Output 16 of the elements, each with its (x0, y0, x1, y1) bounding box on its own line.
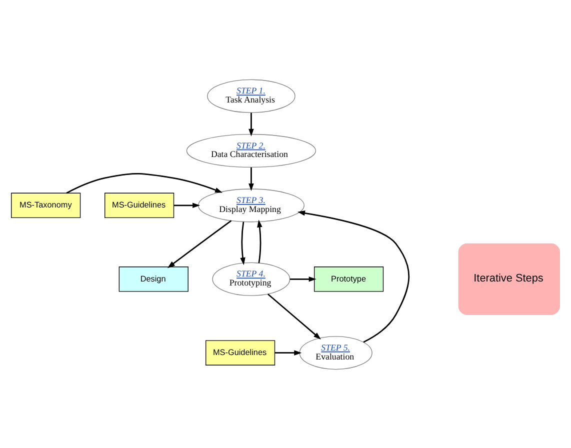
arrow (274, 350, 302, 355)
arrow (290, 276, 316, 282)
arrow (174, 202, 200, 208)
arrow (257, 219, 262, 263)
arrow (248, 112, 254, 136)
arrow (167, 220, 232, 268)
arrow (248, 166, 254, 190)
node-ellipse: STEP 4. Prototyping (212, 262, 290, 296)
arrow (240, 221, 246, 265)
node-box: Iterative Steps (458, 242, 560, 314)
node-ellipse: STEP 2. Data Characterisation (186, 134, 316, 168)
arrow (66, 172, 223, 194)
arrow (297, 210, 410, 342)
arrow (267, 293, 321, 339)
node-ellipse: STEP 1. Task Analysis (207, 78, 296, 112)
node-ellipse: STEP 5. Evaluation (299, 336, 372, 370)
